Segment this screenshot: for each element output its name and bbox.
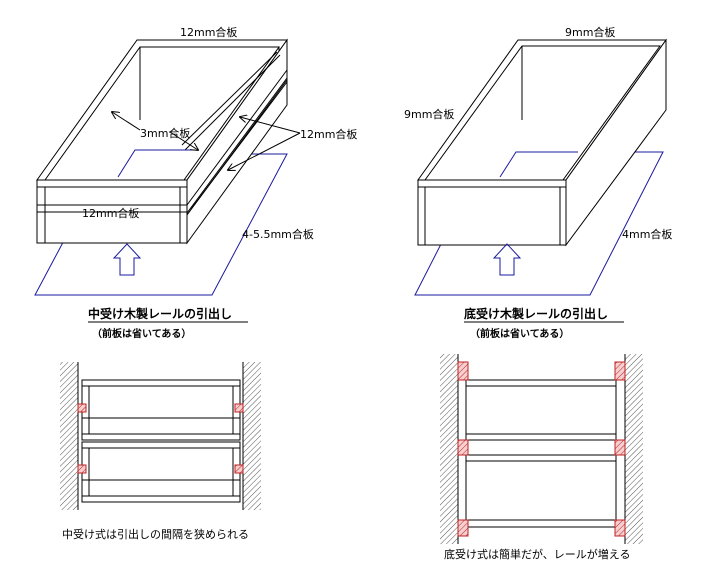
right-section-view — [440, 354, 643, 544]
right-title: 底受け木製レールの引出し — [464, 306, 608, 321]
right-label-side: 9mm合板 — [404, 107, 454, 121]
left-title: 中受け木製レールの引出し — [88, 306, 232, 321]
right-subtitle: （前板は省いてある） — [470, 327, 569, 340]
left-label-rail: 12mm合板 — [300, 127, 357, 141]
left-label-base: 4-5.5mm合板 — [242, 227, 314, 241]
left-subtitle: （前板は省いてある） — [92, 327, 191, 340]
left-label-front: 12mm合板 — [82, 206, 139, 220]
left-caption: 中受け式は引出しの間隔を狭められる — [62, 527, 249, 541]
left-drawer-isometric — [34, 38, 301, 296]
left-section-view — [60, 362, 261, 510]
left-label-top: 12mm合板 — [180, 25, 237, 39]
right-caption: 底受け式は簡単だが、レールが増える — [444, 547, 630, 561]
right-label-base: 4mm合板 — [622, 227, 672, 241]
left-up-arrow — [112, 243, 142, 276]
right-drawer-isometric — [414, 38, 667, 296]
right-up-arrow — [492, 243, 522, 276]
right-label-top: 9mm合板 — [565, 25, 615, 39]
left-label-inner: 3mm合板 — [140, 126, 190, 140]
